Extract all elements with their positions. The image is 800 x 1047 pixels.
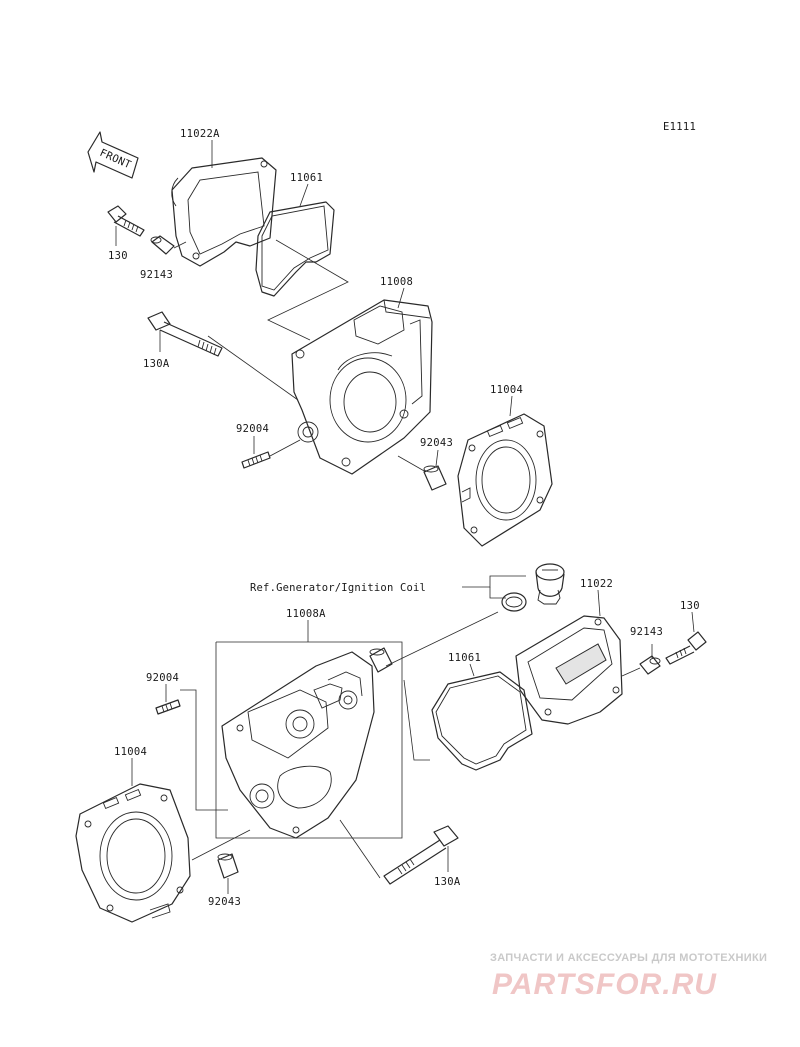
dowel-92043-bottom bbox=[217, 853, 239, 879]
callout-11022A: 11022A bbox=[180, 128, 220, 140]
callout-130-bottom: 130 bbox=[680, 600, 700, 612]
bolt-130-top bbox=[107, 205, 145, 237]
cylinder-head-cover-bottom bbox=[515, 615, 623, 725]
callout-92143-top: 92143 bbox=[140, 269, 173, 281]
callout-11004-bottom: 11004 bbox=[114, 746, 147, 758]
callout-92004-bottom: 92004 bbox=[146, 672, 179, 684]
reference-note: Ref.Generator/Ignition Coil bbox=[250, 582, 426, 594]
cylinder-head-bottom bbox=[221, 651, 375, 839]
bolt-130-bottom bbox=[665, 631, 707, 665]
callout-11022: 11022 bbox=[580, 578, 613, 590]
callout-92143-bottom: 92143 bbox=[630, 626, 663, 638]
callout-130-top: 130 bbox=[108, 250, 128, 262]
cylinder-head-top bbox=[291, 299, 433, 475]
long-bolt-130A-bottom bbox=[383, 825, 459, 885]
watermark-tagline: ЗАПЧАСТИ И АКСЕССУАРЫ ДЛЯ МОТОТЕХНИКИ bbox=[490, 952, 768, 964]
callout-11061-bottom: 11061 bbox=[448, 652, 481, 664]
cylinder-head-cover-top bbox=[171, 157, 277, 267]
callout-11061-top: 11061 bbox=[290, 172, 323, 184]
long-bolt-130A-top bbox=[147, 311, 223, 357]
callout-130A-top: 130A bbox=[143, 358, 170, 370]
diagram-code: E1111 bbox=[663, 121, 696, 133]
front-arrow-icon: FRONT bbox=[87, 131, 139, 179]
callout-92043-top: 92043 bbox=[420, 437, 453, 449]
watermark-logo: PARTSFOR.RU bbox=[492, 968, 717, 1001]
cover-gasket-top bbox=[255, 201, 335, 297]
front-label: FRONT bbox=[98, 147, 133, 172]
head-gasket-bottom bbox=[75, 783, 191, 923]
o-ring bbox=[501, 592, 527, 612]
callout-130A-bottom: 130A bbox=[434, 876, 461, 888]
callout-11004-top: 11004 bbox=[490, 384, 523, 396]
callout-11008A: 11008A bbox=[286, 608, 326, 620]
head-gasket-top bbox=[457, 413, 553, 547]
collar-92143-bottom bbox=[639, 655, 661, 675]
head-spigot bbox=[369, 647, 393, 673]
cover-gasket-bottom bbox=[431, 671, 533, 771]
callout-92004-top: 92004 bbox=[236, 423, 269, 435]
stud-92004-bottom bbox=[155, 699, 181, 715]
filler-cap bbox=[535, 563, 565, 605]
collar-92143-top bbox=[150, 235, 175, 255]
callout-11008: 11008 bbox=[380, 276, 413, 288]
stud-92004-top bbox=[241, 451, 271, 469]
dowel-92043-top bbox=[423, 465, 447, 491]
callout-92043-bottom: 92043 bbox=[208, 896, 241, 908]
